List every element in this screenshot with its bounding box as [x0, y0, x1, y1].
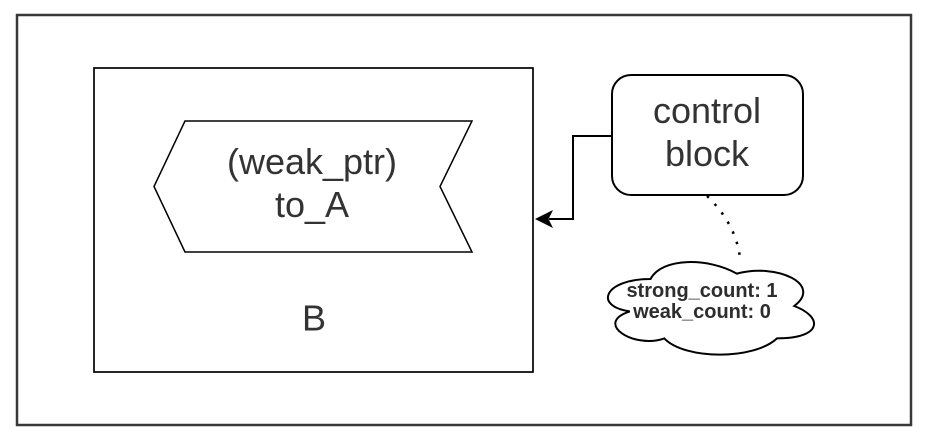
b-object-box [93, 67, 534, 373]
weak-ptr-chevron [153, 120, 474, 253]
counts-cloud [607, 261, 815, 356]
arrowhead-left-icon [535, 210, 553, 228]
control-block-box [611, 74, 804, 196]
outer-frame [15, 13, 913, 427]
control-block-to-b-connector [549, 135, 612, 220]
counts-annotation-connector-dotted [706, 195, 742, 259]
